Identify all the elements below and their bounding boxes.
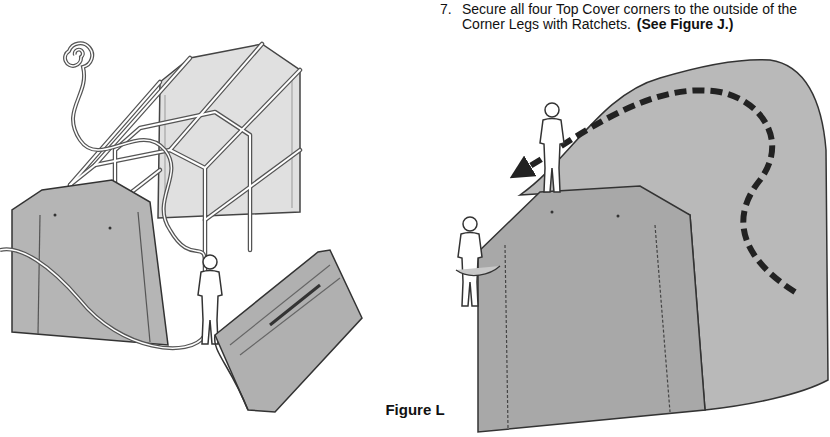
- drawing-circle: [551, 211, 554, 214]
- drawing-use: [198, 255, 222, 344]
- drawing-line: [292, 78, 293, 208]
- drawing-path: [205, 150, 300, 220]
- drawing-path: [215, 335, 248, 410]
- instruction-step: Secure all four Top Cover corners to the…: [462, 1, 797, 32]
- step-number: 7.: [440, 2, 452, 17]
- drawing-path: [70, 82, 160, 185]
- drawing-path: [170, 44, 262, 150]
- drawing-circle: [617, 215, 620, 218]
- drawing-line: [505, 245, 508, 428]
- drawing-polygon: [478, 186, 705, 432]
- drawing-path: [456, 266, 500, 276]
- drawing-path: [520, 90, 795, 292]
- drawing-path: [230, 265, 340, 355]
- drawing-use: [540, 103, 564, 192]
- drawing-circle: [109, 227, 112, 230]
- drawing-path: [205, 150, 300, 220]
- instruction-text: Secure all four Top Cover corners to the…: [462, 2, 824, 32]
- drawing-path: [205, 70, 300, 168]
- figure-caption: Figure L: [385, 402, 444, 417]
- drawing-polygon: [215, 250, 362, 412]
- drawing-path: [0, 249, 205, 348]
- drawing-line: [138, 212, 150, 342]
- drawing-line: [38, 215, 40, 334]
- drawing-path: [0, 249, 205, 348]
- drawing-circle: [54, 214, 57, 217]
- drawing-polygon: [12, 180, 168, 345]
- drawing-line: [655, 225, 670, 412]
- drawing-path: [65, 43, 205, 262]
- drawing-path: [65, 43, 205, 262]
- drawing-path: [270, 285, 320, 325]
- drawing-path: [205, 70, 300, 168]
- figure-reference: (See Figure J.): [637, 16, 733, 32]
- drawing-use: [458, 217, 482, 306]
